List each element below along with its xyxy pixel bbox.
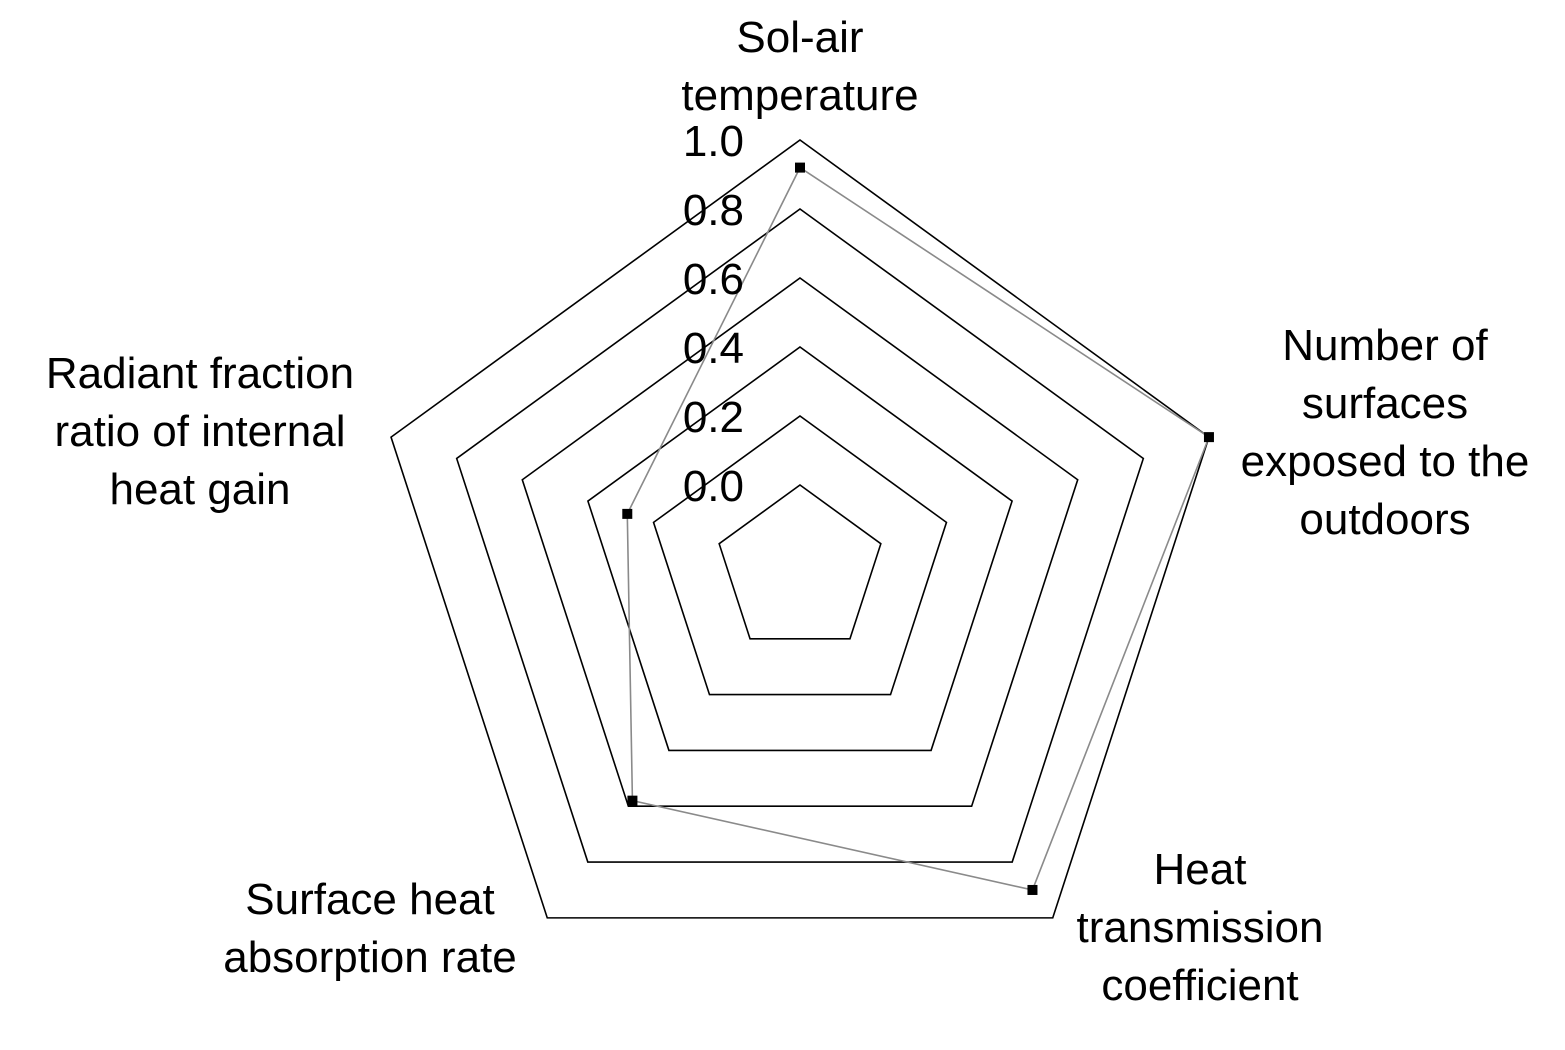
tick-label-1: 0.2 bbox=[683, 393, 744, 442]
axis-label-1-line-3: outdoors bbox=[1299, 495, 1470, 544]
axis-label-0-line-0: Sol-air bbox=[736, 13, 863, 62]
grid-ring-2 bbox=[586, 346, 1014, 752]
axis-label-2-line-0: Heat bbox=[1154, 845, 1247, 894]
tick-label-5: 1.0 bbox=[683, 117, 744, 166]
grid-ring-0 bbox=[718, 484, 882, 640]
tick-label-0: 0.0 bbox=[683, 462, 744, 511]
axis-label-4-line-0: Radiant fraction bbox=[46, 349, 354, 398]
axis-label-2: Heat transmission coefficient bbox=[1077, 845, 1324, 1010]
axis-label-3-line-0: Surface heat bbox=[245, 875, 495, 924]
series-layer bbox=[622, 162, 1214, 895]
axis-label-3: Surface heat absorption rate bbox=[223, 875, 517, 982]
axis-label-4-line-1: ratio of internal bbox=[54, 407, 345, 456]
axis-label-0: Sol-air temperature bbox=[681, 13, 918, 120]
axis-label-2-line-1: transmission bbox=[1077, 903, 1324, 952]
grid-ring-4 bbox=[455, 208, 1145, 863]
grid-ring-3 bbox=[521, 277, 1079, 808]
grid-ring-5 bbox=[390, 139, 1210, 919]
series-0-point-3 bbox=[627, 795, 638, 806]
series-0-point-1 bbox=[1203, 432, 1214, 443]
series-0-point-2 bbox=[1027, 884, 1038, 895]
axis-label-2-line-2: coefficient bbox=[1101, 961, 1298, 1010]
axis-label-1: Number of surfaces exposed to the outdoors bbox=[1241, 321, 1530, 544]
axis-label-0-line-1: temperature bbox=[681, 71, 918, 120]
axis-label-3-line-1: absorption rate bbox=[223, 933, 517, 982]
tick-label-2: 0.4 bbox=[683, 324, 744, 373]
grid-layer bbox=[390, 139, 1210, 919]
tick-label-layer: 0.0 0.2 0.4 0.6 0.8 1.0 bbox=[683, 117, 744, 511]
series-0-outline bbox=[626, 166, 1210, 891]
axis-label-1-line-0: Number of bbox=[1282, 321, 1488, 370]
axis-label-4-line-2: heat gain bbox=[109, 465, 290, 514]
axis-label-4: Radiant fraction ratio of internal heat ga… bbox=[46, 349, 354, 514]
series-0-point-4 bbox=[622, 508, 633, 519]
tick-label-4: 0.8 bbox=[683, 186, 744, 235]
series-0-point-0 bbox=[795, 162, 805, 173]
tick-label-3: 0.6 bbox=[683, 255, 744, 304]
axis-label-1-line-2: exposed to the bbox=[1241, 437, 1530, 486]
axis-label-1-line-1: surfaces bbox=[1302, 379, 1468, 428]
grid-ring-1 bbox=[652, 415, 948, 696]
